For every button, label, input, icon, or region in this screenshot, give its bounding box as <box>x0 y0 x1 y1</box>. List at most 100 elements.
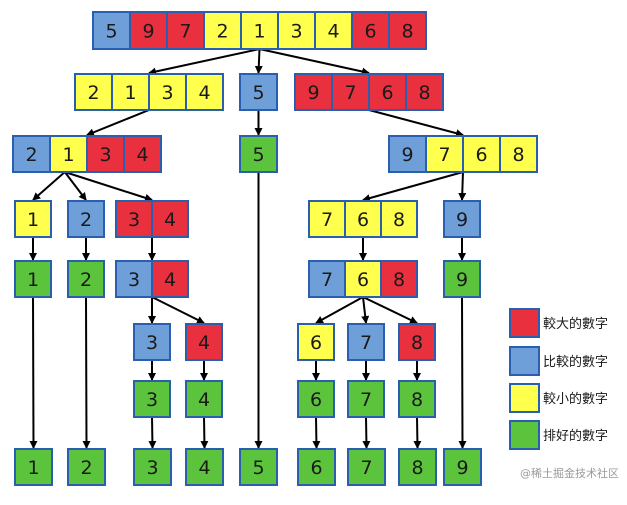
green-number-cell <box>185 448 224 486</box>
number-group: 2 <box>67 200 105 238</box>
number-label: 3 <box>146 389 158 411</box>
number-label: 4 <box>198 389 210 411</box>
flow-arrow <box>82 296 91 449</box>
legend-label: 比較的數字 <box>543 354 608 370</box>
green-number-cell <box>133 380 171 418</box>
number-group: 8 <box>398 380 436 418</box>
number-label: 1 <box>27 209 39 231</box>
green-number-cell <box>443 260 481 298</box>
red-number-cell <box>398 323 436 361</box>
number-label: 8 <box>393 269 405 291</box>
yellow-number-cell <box>344 260 382 298</box>
number-label: 7 <box>321 269 333 291</box>
number-label: 2 <box>80 209 92 231</box>
red-number-cell <box>368 73 407 111</box>
number-group: 1 <box>14 260 52 298</box>
number-label: 1 <box>27 269 39 291</box>
number-label: 7 <box>360 457 372 479</box>
number-label: 2 <box>87 82 99 104</box>
red-number-cell <box>86 135 125 173</box>
number-label: 2 <box>80 457 92 479</box>
green-number-cell <box>239 135 278 173</box>
number-label: 8 <box>418 82 430 104</box>
number-group: 3 <box>133 448 172 486</box>
blue-number-cell <box>443 200 481 238</box>
blue-number-cell <box>388 135 427 173</box>
number-label: 8 <box>393 209 405 231</box>
number-label: 6 <box>310 332 322 354</box>
number-group: 2 <box>67 260 105 298</box>
green-number-cell <box>67 260 105 298</box>
yellow-number-cell <box>74 73 113 111</box>
number-label: 5 <box>252 144 264 166</box>
number-label: 7 <box>360 389 372 411</box>
number-label: 9 <box>401 144 413 166</box>
number-label: 9 <box>456 457 468 479</box>
flow-arrow <box>151 296 205 324</box>
legend-label: 較小的數字 <box>543 391 608 407</box>
green-number-cell <box>398 380 436 418</box>
number-group: 7 <box>347 448 386 486</box>
number-group: 7 <box>347 380 385 418</box>
flow-arrow <box>458 171 467 201</box>
red-number-cell <box>388 11 427 50</box>
number-label: 7 <box>321 209 333 231</box>
flow-arrow <box>200 416 209 449</box>
number-group: 4 <box>185 323 223 361</box>
number-label: 3 <box>161 82 173 104</box>
green-number-cell <box>347 380 385 418</box>
number-label: 4 <box>164 269 176 291</box>
number-group: 4 <box>185 380 223 418</box>
number-label: 2 <box>25 144 37 166</box>
number-group: 5 <box>239 73 278 111</box>
flow-arrow <box>361 296 370 324</box>
number-group: 3 <box>133 323 171 361</box>
number-label: 7 <box>438 144 450 166</box>
number-label: 3 <box>290 21 302 43</box>
red-legend-swatch <box>509 308 540 338</box>
number-label: 8 <box>512 144 524 166</box>
number-label: 2 <box>216 21 228 43</box>
number-label: 6 <box>310 389 322 411</box>
number-label: 4 <box>198 82 210 104</box>
flow-arrow <box>29 296 38 449</box>
number-label: 3 <box>99 144 111 166</box>
yellow-number-cell <box>344 200 382 238</box>
green-number-cell <box>185 380 223 418</box>
number-label: 9 <box>456 269 468 291</box>
number-label: 6 <box>357 269 369 291</box>
blue-number-cell <box>239 73 278 111</box>
number-group: 6 <box>297 323 335 361</box>
number-label: 5 <box>252 82 264 104</box>
number-label: 3 <box>146 457 158 479</box>
red-number-cell <box>151 260 189 298</box>
blue-number-cell <box>347 323 385 361</box>
number-label: 9 <box>456 209 468 231</box>
yellow-number-cell <box>185 73 224 111</box>
number-group: 8 <box>398 448 437 486</box>
blue-number-cell <box>308 260 346 298</box>
yellow-number-cell <box>203 11 242 50</box>
flow-arrow <box>259 48 370 76</box>
flow-arrow <box>362 296 418 324</box>
blue-number-cell <box>92 11 131 50</box>
flow-arrow <box>362 171 464 202</box>
flow-arrow <box>148 416 157 449</box>
number-label: 4 <box>164 209 176 231</box>
red-number-cell <box>405 73 444 111</box>
flow-arrow <box>312 416 321 449</box>
number-label: 8 <box>401 21 413 43</box>
green-number-cell <box>14 260 52 298</box>
number-label: 2 <box>80 269 92 291</box>
number-group: 9 <box>443 448 482 486</box>
legend-label: 排好的數字 <box>543 428 608 444</box>
flow-arrow <box>315 296 364 324</box>
yellow-number-cell <box>148 73 187 111</box>
